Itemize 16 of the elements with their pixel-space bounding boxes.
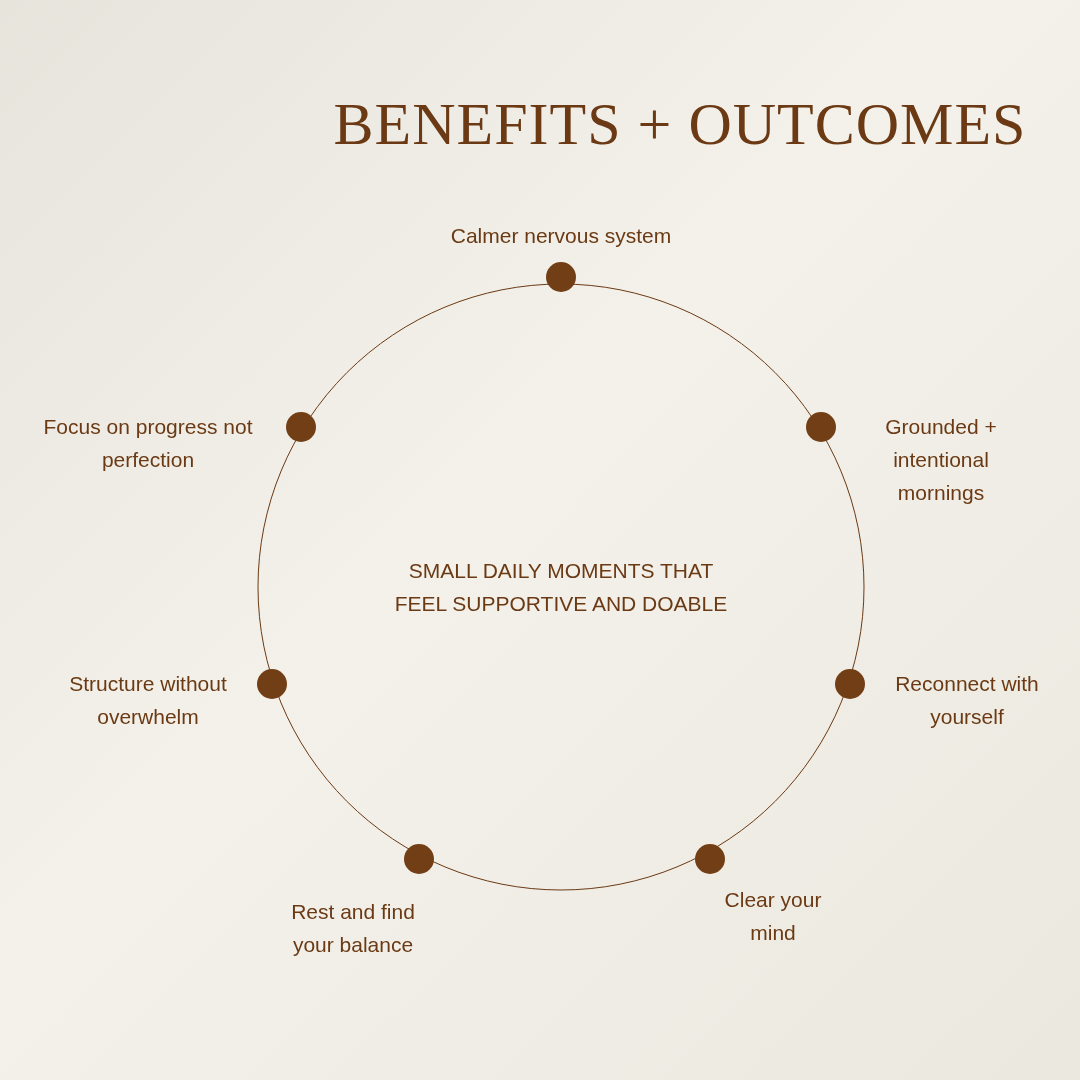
marker-dot: [835, 669, 865, 699]
benefit-label: Reconnect with yourself: [894, 671, 1040, 730]
marker-dot: [286, 412, 316, 442]
marker-dot: [806, 412, 836, 442]
benefit-label: Rest and find your balance: [290, 899, 416, 958]
benefit-label: Grounded + intentional mornings: [884, 413, 998, 506]
title: BENEFITS + OUTCOMES: [332, 90, 1028, 159]
center-text: SMALL DAILY MOMENTS THAT FEEL SUPPORTIVE AND DOABLE: [393, 558, 729, 617]
marker-dot: [695, 844, 725, 874]
marker-dot: [257, 669, 287, 699]
marker-dot: [404, 844, 434, 874]
benefit-label: Clear your mind: [723, 887, 823, 946]
marker-dot: [546, 262, 576, 292]
benefit-label: Structure without overwhelm: [68, 671, 228, 730]
benefit-label: Focus on progress not perfection: [42, 414, 254, 473]
benefit-label: Calmer nervous system: [449, 222, 673, 249]
